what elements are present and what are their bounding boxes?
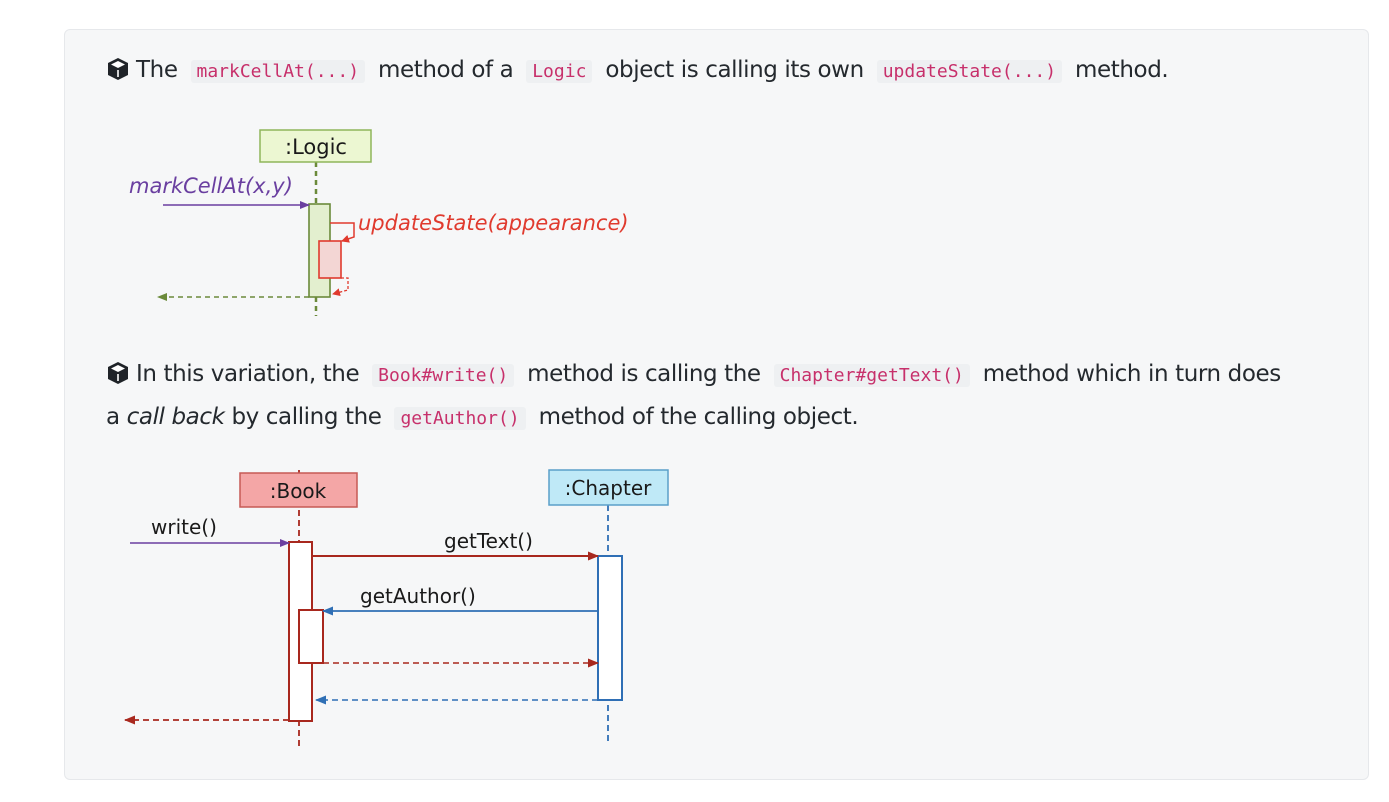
book-object-label: :Book: [270, 479, 327, 503]
updatestate-return-arrow: [332, 277, 349, 297]
updatestate-self-call-arrow: [330, 222, 355, 243]
code-logic: Logic: [526, 60, 593, 83]
note2-line-1: In this variation, the Book#write() meth…: [106, 355, 1281, 398]
note1-text-4: method.: [1075, 57, 1169, 83]
getauthor-label: getAuthor(): [360, 584, 476, 608]
code-book-write: Book#write(): [372, 364, 515, 387]
package-icon: [106, 55, 130, 94]
book-object-box: [239, 472, 358, 508]
logic-object-box: [259, 129, 372, 163]
note2-text-6: method of the calling object.: [538, 404, 859, 430]
note2-emphasis: call back: [126, 404, 225, 430]
note2-text-2: method is calling the: [527, 361, 761, 387]
note-paragraph-1: The markCellAt(...) method of a Logic ob…: [106, 51, 1169, 94]
write-label: write(): [151, 515, 217, 539]
markcellat-label: markCellAt(x,y): [129, 174, 293, 198]
logic-object-label: :Logic: [285, 135, 347, 159]
note1-text-2: method of a: [377, 57, 514, 83]
code-chapter-gettext: Chapter#getText(): [773, 364, 970, 387]
code-markcellat: markCellAt(...): [190, 60, 366, 83]
note1-text-1: The: [136, 57, 178, 83]
code-updatestate: updateState(...): [876, 60, 1063, 83]
package-icon: [106, 359, 130, 398]
chapter-object-box: [548, 469, 669, 506]
chapter-object-label: :Chapter: [565, 476, 652, 500]
note2-text-1: In this variation, the: [136, 361, 360, 387]
code-getauthor: getAuthor(): [394, 407, 526, 430]
note2-text-5: by calling the: [231, 404, 382, 430]
note2-text-3: method which in turn does: [982, 361, 1281, 387]
note1-text-3: object is calling its own: [605, 57, 864, 83]
gettext-label: getText(): [444, 529, 533, 553]
chapter-activation-bar: [597, 555, 623, 701]
updatestate-label: updateState(appearance): [358, 211, 629, 235]
note2-text-4: a: [106, 404, 120, 430]
note-paragraph-2: In this variation, the Book#write() meth…: [106, 355, 1281, 438]
updatestate-activation-bar: [318, 240, 342, 279]
note2-line-2: a call back by calling the getAuthor() m…: [106, 398, 1281, 438]
getauthor-activation-bar: [298, 609, 324, 664]
